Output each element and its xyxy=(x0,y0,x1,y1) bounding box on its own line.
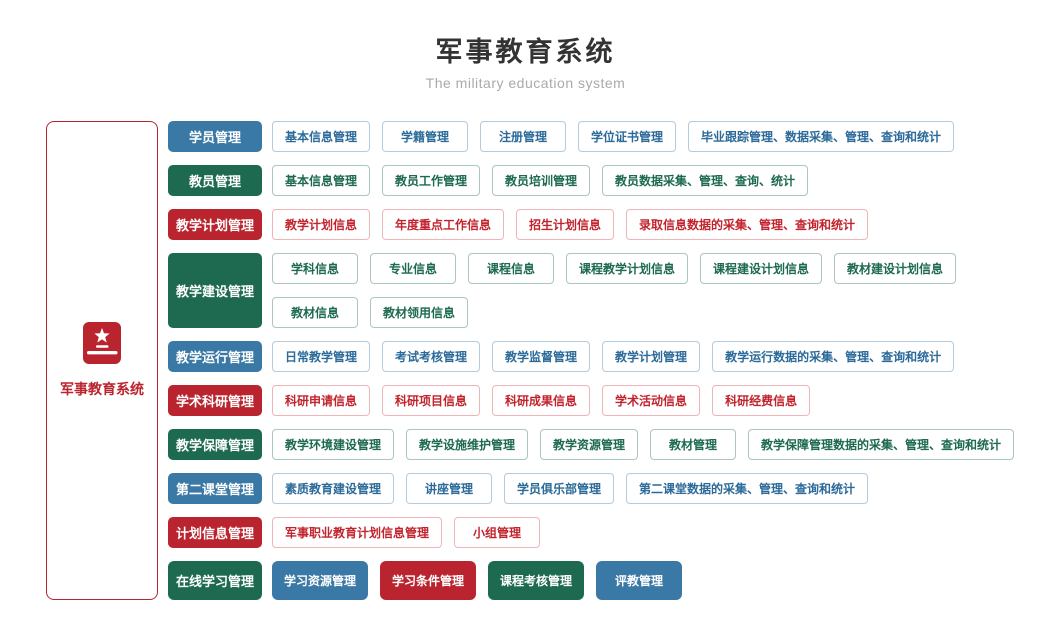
item-button[interactable]: 教材领用信息 xyxy=(370,297,469,328)
items-column: 科研申请信息科研项目信息科研成果信息学术活动信息科研经费信息 xyxy=(272,385,811,416)
items-column: 日常教学管理考试考核管理教学监督管理教学计划管理教学运行数据的采集、管理、查询和… xyxy=(272,341,955,372)
items-row: 教学环境建设管理教学设施维护管理教学资源管理教材管理教学保障管理数据的采集、管理… xyxy=(272,429,1015,460)
group-row: 教员管理基本信息管理教员工作管理教员培训管理教员数据采集、管理、查询、统计 xyxy=(168,165,1014,196)
item-button[interactable]: 教学资源管理 xyxy=(540,429,639,460)
root-node[interactable]: 军事教育系统 xyxy=(46,121,158,600)
item-button[interactable]: 科研申请信息 xyxy=(272,385,371,416)
items-row: 基本信息管理学籍管理注册管理学位证书管理毕业跟踪管理、数据采集、管理、查询和统计 xyxy=(272,121,955,152)
item-button[interactable]: 教学运行数据的采集、管理、查询和统计 xyxy=(712,341,955,372)
diagram: 军事教育系统 学员管理基本信息管理学籍管理注册管理学位证书管理毕业跟踪管理、数据… xyxy=(46,121,1051,600)
item-button[interactable]: 小组管理 xyxy=(454,517,541,548)
item-button[interactable]: 教员工作管理 xyxy=(382,165,481,196)
items-row: 素质教育建设管理讲座管理学员俱乐部管理第二课堂数据的采集、管理、查询和统计 xyxy=(272,473,869,504)
item-button[interactable]: 教材建设计划信息 xyxy=(834,253,957,284)
group-row: 教学建设管理学科信息专业信息课程信息课程教学计划信息课程建设计划信息教材建设计划… xyxy=(168,253,1014,328)
item-button[interactable]: 教材信息 xyxy=(272,297,358,328)
items-column: 教学计划信息年度重点工作信息招生计划信息录取信息数据的采集、管理、查询和统计 xyxy=(272,209,869,240)
item-button[interactable]: 招生计划信息 xyxy=(516,209,615,240)
item-button[interactable]: 专业信息 xyxy=(370,253,456,284)
item-button[interactable]: 第二课堂数据的采集、管理、查询和统计 xyxy=(626,473,869,504)
page-subtitle: The military education system xyxy=(425,75,626,91)
group-row: 教学保障管理教学环境建设管理教学设施维护管理教学资源管理教材管理教学保障管理数据… xyxy=(168,429,1015,460)
items-row: 教材信息教材领用信息 xyxy=(272,297,956,328)
category-button[interactable]: 教员管理 xyxy=(168,165,262,196)
root-node-label: 军事教育系统 xyxy=(60,381,144,397)
item-button[interactable]: 教学监督管理 xyxy=(492,341,591,372)
category-button[interactable]: 教学运行管理 xyxy=(168,341,262,372)
items-row: 教学计划信息年度重点工作信息招生计划信息录取信息数据的采集、管理、查询和统计 xyxy=(272,209,869,240)
item-button[interactable]: 科研经费信息 xyxy=(712,385,811,416)
item-button[interactable]: 教员培训管理 xyxy=(492,165,591,196)
item-button[interactable]: 学术活动信息 xyxy=(602,385,701,416)
category-button[interactable]: 教学建设管理 xyxy=(168,253,262,328)
category-button[interactable]: 第二课堂管理 xyxy=(168,473,262,504)
category-button[interactable]: 在线学习管理 xyxy=(168,561,262,600)
group-row: 在线学习管理学习资源管理学习条件管理课程考核管理评教管理 xyxy=(168,561,1014,600)
item-button[interactable]: 基本信息管理 xyxy=(272,121,371,152)
item-button[interactable]: 考试考核管理 xyxy=(382,341,481,372)
item-button[interactable]: 录取信息数据的采集、管理、查询和统计 xyxy=(626,209,869,240)
group-row: 教学运行管理日常教学管理考试考核管理教学监督管理教学计划管理教学运行数据的采集、… xyxy=(168,341,1014,372)
item-button[interactable]: 学员俱乐部管理 xyxy=(504,473,615,504)
item-button[interactable]: 教员数据采集、管理、查询、统计 xyxy=(602,165,809,196)
item-button[interactable]: 学科信息 xyxy=(272,253,358,284)
item-button[interactable]: 注册管理 xyxy=(480,121,567,152)
items-column: 基本信息管理学籍管理注册管理学位证书管理毕业跟踪管理、数据采集、管理、查询和统计 xyxy=(272,121,955,152)
category-button[interactable]: 计划信息管理 xyxy=(168,517,262,548)
item-button[interactable]: 课程考核管理 xyxy=(488,561,585,600)
items-column: 学科信息专业信息课程信息课程教学计划信息课程建设计划信息教材建设计划信息教材信息… xyxy=(272,253,957,328)
items-row: 学习资源管理学习条件管理课程考核管理评教管理 xyxy=(272,561,683,600)
item-button[interactable]: 科研项目信息 xyxy=(382,385,481,416)
item-button[interactable]: 教学计划管理 xyxy=(602,341,701,372)
item-button[interactable]: 日常教学管理 xyxy=(272,341,371,372)
category-button[interactable]: 学员管理 xyxy=(168,121,262,152)
item-button[interactable]: 学位证书管理 xyxy=(578,121,677,152)
items-row: 学科信息专业信息课程信息课程教学计划信息课程建设计划信息教材建设计划信息 xyxy=(272,253,957,284)
group-row: 计划信息管理军事职业教育计划信息管理小组管理 xyxy=(168,517,1014,548)
items-row: 基本信息管理教员工作管理教员培训管理教员数据采集、管理、查询、统计 xyxy=(272,165,809,196)
category-button[interactable]: 教学计划管理 xyxy=(168,209,262,240)
items-column: 基本信息管理教员工作管理教员培训管理教员数据采集、管理、查询、统计 xyxy=(272,165,809,196)
item-button[interactable]: 教学设施维护管理 xyxy=(406,429,529,460)
item-button[interactable]: 课程教学计划信息 xyxy=(566,253,689,284)
group-row: 学员管理基本信息管理学籍管理注册管理学位证书管理毕业跟踪管理、数据采集、管理、查… xyxy=(168,121,1014,152)
page-header: 军事教育系统 The military education system xyxy=(0,0,1051,91)
item-button[interactable]: 教学保障管理数据的采集、管理、查询和统计 xyxy=(748,429,1015,460)
item-button[interactable]: 评教管理 xyxy=(596,561,683,600)
book-icon xyxy=(78,322,126,369)
items-row: 科研申请信息科研项目信息科研成果信息学术活动信息科研经费信息 xyxy=(272,385,811,416)
category-button[interactable]: 教学保障管理 xyxy=(168,429,262,460)
group-row: 学术科研管理科研申请信息科研项目信息科研成果信息学术活动信息科研经费信息 xyxy=(168,385,1014,416)
groups: 学员管理基本信息管理学籍管理注册管理学位证书管理毕业跟踪管理、数据采集、管理、查… xyxy=(168,121,1015,600)
items-row: 军事职业教育计划信息管理小组管理 xyxy=(272,517,541,548)
items-column: 军事职业教育计划信息管理小组管理 xyxy=(272,517,541,548)
item-button[interactable]: 课程建设计划信息 xyxy=(700,253,823,284)
items-row: 日常教学管理考试考核管理教学监督管理教学计划管理教学运行数据的采集、管理、查询和… xyxy=(272,341,955,372)
item-button[interactable]: 学习资源管理 xyxy=(272,561,369,600)
item-button[interactable]: 教学计划信息 xyxy=(272,209,371,240)
item-button[interactable]: 年度重点工作信息 xyxy=(382,209,505,240)
item-button[interactable]: 毕业跟踪管理、数据采集、管理、查询和统计 xyxy=(688,121,955,152)
items-column: 教学环境建设管理教学设施维护管理教学资源管理教材管理教学保障管理数据的采集、管理… xyxy=(272,429,1015,460)
item-button[interactable]: 基本信息管理 xyxy=(272,165,371,196)
category-button[interactable]: 学术科研管理 xyxy=(168,385,262,416)
item-button[interactable]: 讲座管理 xyxy=(406,473,493,504)
item-button[interactable]: 学习条件管理 xyxy=(380,561,477,600)
item-button[interactable]: 军事职业教育计划信息管理 xyxy=(272,517,443,548)
item-button[interactable]: 素质教育建设管理 xyxy=(272,473,395,504)
page-title: 军事教育系统 xyxy=(435,37,616,67)
item-button[interactable]: 科研成果信息 xyxy=(492,385,591,416)
group-row: 第二课堂管理素质教育建设管理讲座管理学员俱乐部管理第二课堂数据的采集、管理、查询… xyxy=(168,473,1014,504)
item-button[interactable]: 课程信息 xyxy=(468,253,554,284)
items-column: 素质教育建设管理讲座管理学员俱乐部管理第二课堂数据的采集、管理、查询和统计 xyxy=(272,473,869,504)
item-button[interactable]: 教学环境建设管理 xyxy=(272,429,395,460)
item-button[interactable]: 学籍管理 xyxy=(382,121,469,152)
group-row: 教学计划管理教学计划信息年度重点工作信息招生计划信息录取信息数据的采集、管理、查… xyxy=(168,209,1014,240)
items-column: 学习资源管理学习条件管理课程考核管理评教管理 xyxy=(272,561,683,600)
item-button[interactable]: 教材管理 xyxy=(650,429,737,460)
